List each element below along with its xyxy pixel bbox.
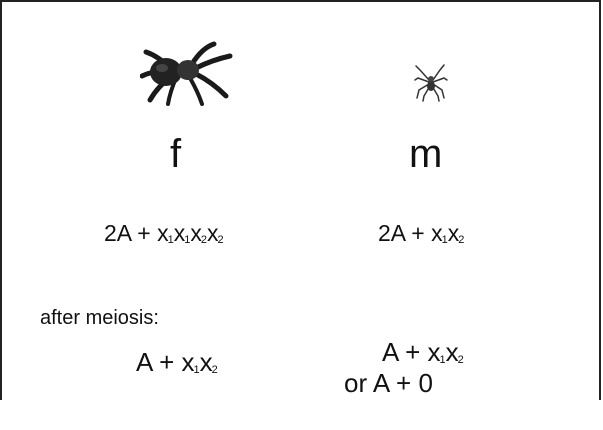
male-gamete-option-2: or A + 0 [344, 368, 433, 398]
meiosis-note: after meiosis: [40, 307, 159, 329]
female-label: f [170, 132, 182, 176]
male-karyotype: 2A + x1x2 [378, 220, 465, 246]
female-karyotype: 2A + x1x1x2x2 [104, 220, 224, 246]
diagram-frame [0, 0, 601, 400]
male-label: m [409, 132, 443, 176]
female-gamete: A + x1x2 [136, 347, 218, 377]
large-spider-icon [140, 41, 233, 106]
male-gamete-option-1: A + x1x2 [382, 337, 464, 367]
small-spider-icon [414, 64, 448, 102]
